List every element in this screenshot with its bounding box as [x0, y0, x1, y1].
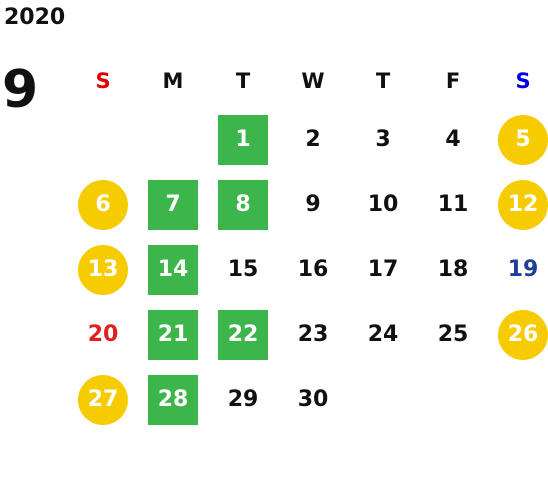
day-cell: 26: [488, 302, 548, 367]
day-number[interactable]: 24: [367, 322, 399, 347]
day-number[interactable]: 10: [367, 192, 399, 217]
day-cell: 7: [138, 172, 208, 237]
day-cell: 30: [278, 367, 348, 432]
day-number[interactable]: 19: [507, 257, 539, 282]
day-number[interactable]: 26: [498, 309, 548, 360]
weekday-header: F: [445, 69, 461, 93]
day-number[interactable]: 21: [148, 309, 198, 360]
day-number[interactable]: 2: [305, 127, 321, 152]
day-number[interactable]: 11: [437, 192, 469, 217]
day-number[interactable]: 18: [437, 257, 469, 282]
day-number[interactable]: 4: [445, 127, 461, 152]
day-cell: 18: [418, 237, 488, 302]
day-cell: 12: [488, 172, 548, 237]
day-cell: 22: [208, 302, 278, 367]
day-cell: [138, 107, 208, 172]
day-number[interactable]: 29: [227, 387, 259, 412]
day-number[interactable]: 25: [437, 322, 469, 347]
day-number[interactable]: 6: [78, 179, 128, 230]
day-cell: 5: [488, 107, 548, 172]
day-number[interactable]: 12: [498, 179, 548, 230]
day-cell: 20: [68, 302, 138, 367]
weekday-header: T: [375, 69, 391, 93]
day-cell: 27: [68, 367, 138, 432]
day-cell: 23: [278, 302, 348, 367]
day-cell: 8: [208, 172, 278, 237]
day-cell: 14: [138, 237, 208, 302]
day-cell: 4: [418, 107, 488, 172]
day-number[interactable]: 23: [297, 322, 329, 347]
day-cell: 1: [208, 107, 278, 172]
day-number[interactable]: 13: [78, 244, 128, 295]
day-cell: 29: [208, 367, 278, 432]
day-number[interactable]: 7: [148, 179, 198, 230]
day-number[interactable]: 17: [367, 257, 399, 282]
day-number[interactable]: 27: [78, 374, 128, 425]
day-cell: 25: [418, 302, 488, 367]
day-cell: 15: [208, 237, 278, 302]
day-cell: [348, 367, 418, 432]
day-number[interactable]: 5: [498, 114, 548, 165]
day-cell: 11: [418, 172, 488, 237]
day-cell: 19: [488, 237, 548, 302]
day-cell: 13: [68, 237, 138, 302]
day-number[interactable]: 8: [218, 179, 268, 230]
day-cell: 2: [278, 107, 348, 172]
day-number[interactable]: 3: [375, 127, 391, 152]
weekday-header: M: [162, 69, 184, 93]
day-cell: 24: [348, 302, 418, 367]
day-cell: [488, 367, 548, 432]
day-cell: [68, 107, 138, 172]
day-cell: 9: [278, 172, 348, 237]
year-label: 2020: [4, 5, 66, 30]
weekday-header: S: [95, 69, 111, 93]
day-cell: 6: [68, 172, 138, 237]
month-label: 9: [2, 60, 39, 120]
day-number[interactable]: 15: [227, 257, 259, 282]
day-cell: 17: [348, 237, 418, 302]
day-cell: 28: [138, 367, 208, 432]
day-number[interactable]: 14: [148, 244, 198, 295]
day-cell: 16: [278, 237, 348, 302]
day-cell: 3: [348, 107, 418, 172]
day-number[interactable]: 16: [297, 257, 329, 282]
day-number[interactable]: 1: [218, 114, 268, 165]
day-number[interactable]: 9: [305, 192, 321, 217]
day-number[interactable]: 22: [218, 309, 268, 360]
day-cell: 21: [138, 302, 208, 367]
day-number[interactable]: 20: [87, 322, 119, 347]
weekday-header: W: [301, 69, 325, 93]
day-number[interactable]: 30: [297, 387, 329, 412]
day-cell: [418, 367, 488, 432]
weekday-header: S: [515, 69, 531, 93]
day-cell: 10: [348, 172, 418, 237]
weekday-header: T: [235, 69, 251, 93]
day-number[interactable]: 28: [148, 374, 198, 425]
